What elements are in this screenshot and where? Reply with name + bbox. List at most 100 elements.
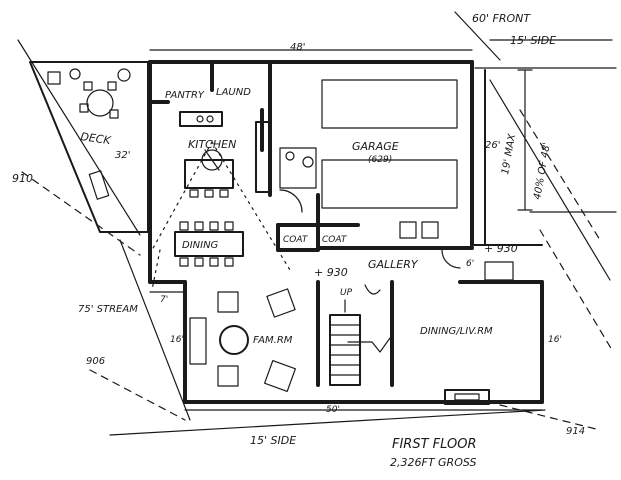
lounge-chair [264, 360, 296, 392]
coat-label: COAT [283, 235, 309, 245]
gallery-label: GALLERY [368, 258, 419, 271]
lounge-chair [217, 365, 239, 387]
stairs [329, 284, 391, 386]
chair [209, 257, 219, 267]
dim-50-label: 50' [326, 405, 340, 415]
width-top-label: 48' [290, 42, 305, 53]
deck-stool [69, 68, 81, 80]
kitchen [179, 111, 271, 198]
contour-914-label: 914 [566, 426, 585, 437]
deck-label: DECK [80, 130, 113, 147]
garage [279, 69, 543, 281]
view-line [151, 249, 161, 291]
elev-930-label: + 930 [314, 266, 348, 279]
family-room [189, 288, 296, 392]
chair [224, 221, 234, 231]
stool [204, 189, 214, 198]
bin [421, 221, 439, 239]
contour-910-label: 910 [12, 172, 33, 185]
house-walls [148, 60, 544, 404]
side-setback-bottom-label: 15' SIDE [250, 434, 296, 447]
door-swing [441, 249, 461, 269]
front-setback-line [454, 11, 501, 61]
fireplace [444, 389, 490, 405]
site-lines [17, 11, 617, 436]
entry-bench [484, 261, 514, 281]
dining-area [151, 141, 291, 291]
contour-910 [21, 171, 141, 256]
front-setback-label: 60' FRONT [472, 12, 531, 25]
stair-break [347, 337, 391, 353]
stream-line [119, 239, 191, 421]
dim-7-label: 7' [160, 295, 168, 305]
stool [189, 189, 199, 198]
deck-dim-label: 32' [115, 150, 130, 161]
garage-depth-label: 26' [485, 140, 500, 151]
elev-930-label: + 930 [484, 242, 518, 255]
car-2 [321, 159, 458, 209]
fam-rm-label: FAM.RM [253, 335, 293, 346]
contour-914 [499, 404, 601, 431]
deck-bench [88, 170, 110, 200]
dim-16-right-label: 16' [548, 335, 562, 345]
property-line-right [489, 79, 611, 281]
deck-stool [117, 68, 131, 82]
deck-lounge [47, 71, 61, 85]
pantry-label: PANTRY [165, 90, 205, 101]
view-line [211, 141, 291, 271]
deck-chair [109, 109, 119, 119]
chair [224, 257, 234, 267]
coat-label: COAT [322, 235, 348, 245]
bin [399, 221, 417, 239]
powder-room [279, 147, 317, 189]
fireplace-insert [454, 393, 480, 401]
deck-chair [107, 81, 117, 91]
pct-note-label: 40% OF 48' [532, 142, 553, 201]
laundry-label: LAUND [216, 87, 251, 98]
chair [194, 257, 204, 267]
counter-right [255, 121, 271, 193]
dining-table [174, 231, 244, 257]
max-dim-label: 19' MAX [500, 132, 518, 175]
garage-elev-label: (629) [368, 155, 392, 165]
floor-title: FIRST FLOOR [392, 437, 477, 452]
car-1 [321, 79, 458, 129]
deck-chair [83, 81, 93, 91]
elev-6-label: 6' [466, 259, 474, 269]
side-setback-top-label: 15' SIDE [510, 34, 556, 47]
chair [179, 257, 189, 267]
coffee-table [219, 325, 249, 355]
burner [206, 115, 214, 123]
contour-906-label: 906 [86, 356, 105, 367]
garage-label: GARAGE [352, 140, 399, 153]
view-line [151, 141, 213, 251]
toilet [285, 151, 295, 161]
contour-906 [89, 369, 186, 421]
sofa [189, 317, 207, 365]
dimension-marks [149, 49, 543, 411]
dim-16-left-label: 16' [170, 335, 184, 345]
setback-line-left [17, 39, 141, 236]
stream-label: 75' STREAM [78, 304, 138, 315]
sink [302, 156, 314, 168]
kitchen-range [179, 111, 223, 127]
island-detail [204, 149, 220, 171]
lounge-chair [266, 288, 296, 318]
kitchen-island [184, 159, 234, 189]
lounge-chair [217, 291, 239, 313]
deck-table [86, 89, 114, 117]
living-details [444, 389, 490, 405]
dining-liv-label: DINING/LIV.RM [420, 326, 493, 337]
kitchen-label: KITCHEN [188, 138, 236, 151]
up-label: UP [340, 288, 353, 298]
floor-area: 2,326FT GROSS [390, 456, 476, 469]
deck-chair [79, 103, 89, 113]
burner [196, 115, 204, 123]
contour-right [539, 229, 613, 351]
door-swing [364, 284, 381, 295]
dining-label: DINING [182, 240, 219, 251]
door-swing [279, 189, 303, 213]
chair [179, 221, 189, 231]
labels: 60' FRONT 15' SIDE 48' PANTRY LAUND DECK… [12, 12, 585, 469]
